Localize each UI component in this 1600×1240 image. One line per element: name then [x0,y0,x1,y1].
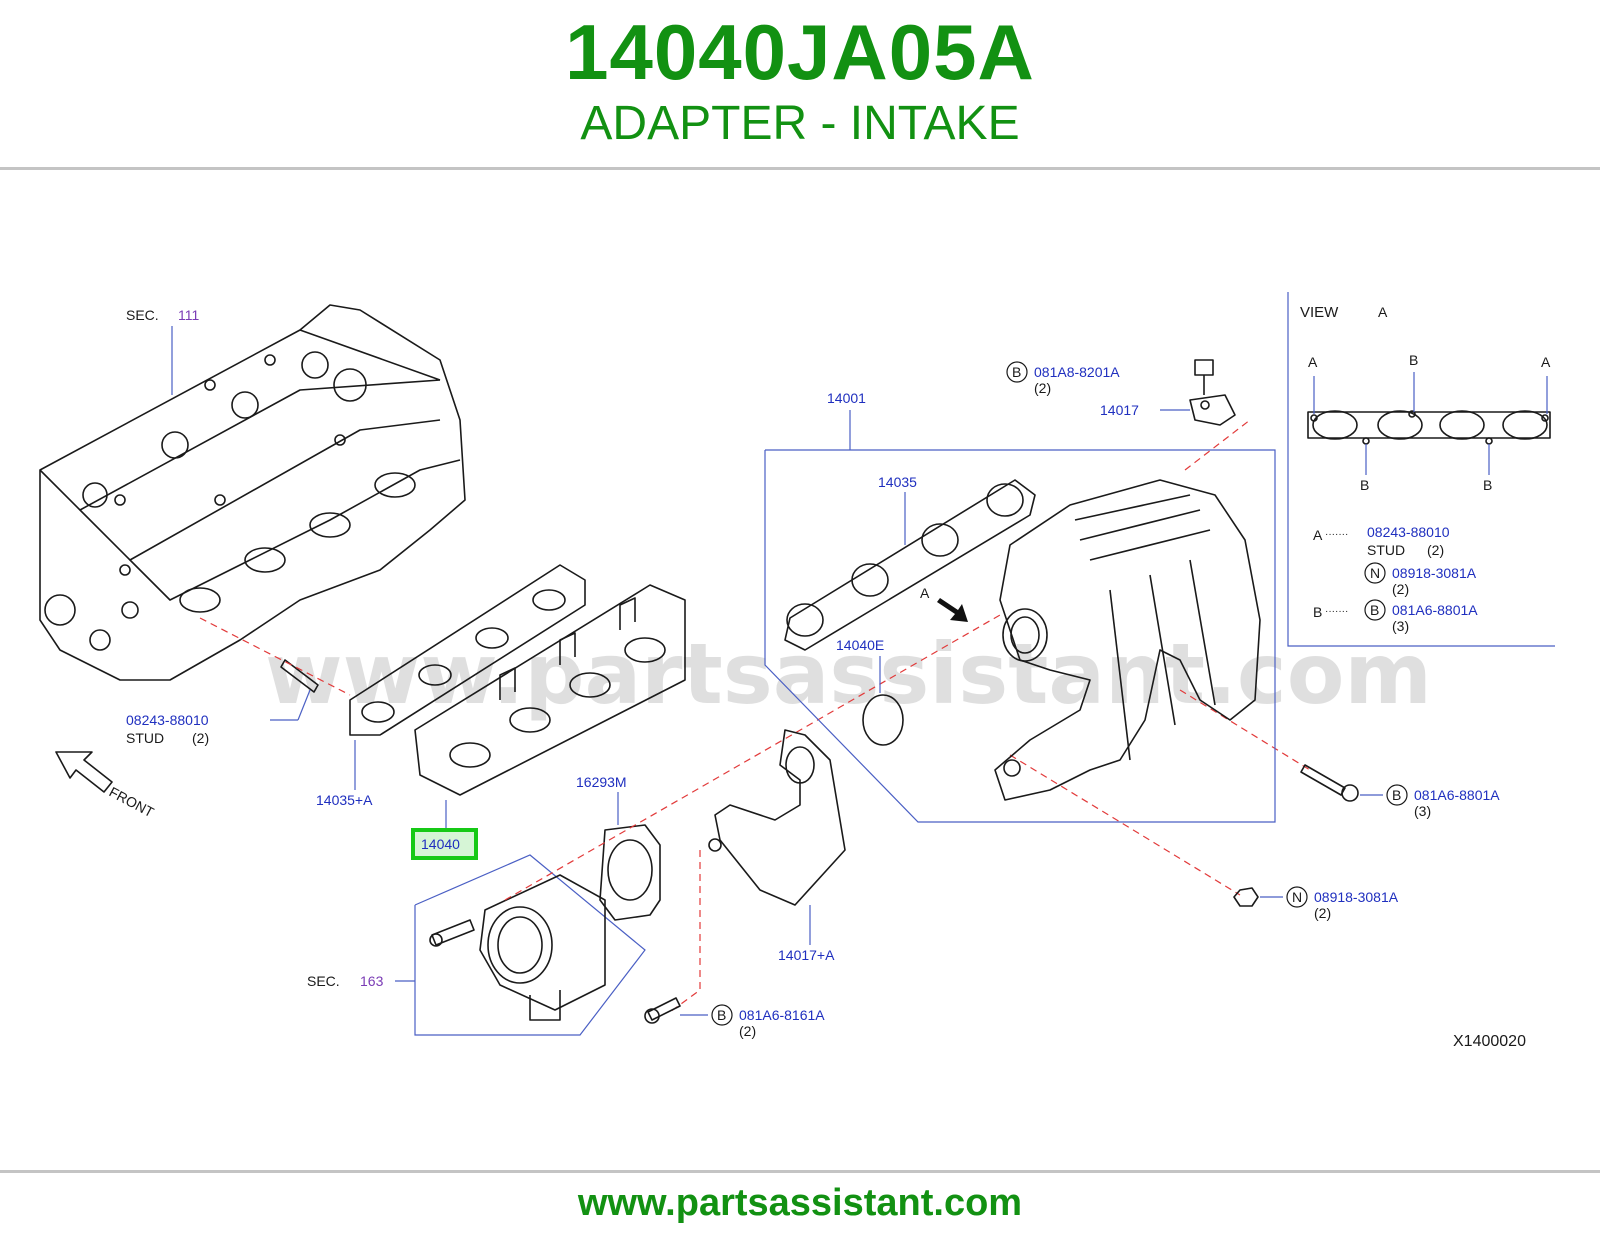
stud-description: STUD [126,730,164,746]
view-mark-b-right: B [1483,477,1492,493]
front-arrow-icon [55,751,113,793]
part-14035[interactable]: 14035 [878,474,917,490]
legend-n-quantity: (2) [1392,581,1409,597]
legend-n-part-number[interactable]: 08918-3081A [1392,565,1477,581]
legend-b-marker: B [1370,602,1379,618]
gasket-14035a-illustration [349,564,586,736]
gasket-14035-illustration [784,479,1036,651]
part-16293m[interactable]: 16293M [576,774,627,790]
bolt-8201a-quantity: (2) [1034,380,1051,396]
stud-part-number[interactable]: 08243-88010 [126,712,209,728]
bolt-8161a-part-number[interactable]: 081A6-8161A [739,1007,825,1023]
bolt-8161a-b-marker: B [717,1007,726,1023]
view-box-title: VIEW [1300,304,1339,321]
bolt-8801a-b-marker: B [1392,787,1401,803]
nut-3081a-quantity: (2) [1314,905,1331,921]
gasket-16293m-illustration [599,824,661,921]
nut-3081a-illustration [1233,887,1259,907]
view-mark-b-top: B [1409,352,1418,368]
highlighted-part-box [411,828,478,860]
cylinder-head-illustration [39,304,466,681]
legend-n-marker: N [1370,565,1380,581]
nut-3081a-n-marker: N [1292,889,1302,905]
bolt-8801a-illustration [1300,764,1359,802]
page-header: 14040JA05A ADAPTER - INTAKE [0,0,1600,168]
bolt-8801a-quantity: (3) [1414,803,1431,819]
legend-a-dots: ······· [1325,529,1348,540]
bolt-8201a-part-number[interactable]: 081A8-8201A [1034,364,1120,380]
legend-a-quantity: (2) [1427,542,1444,558]
view-mark-a-left: A [1308,354,1318,370]
legend-b-part-number[interactable]: 081A6-8801A [1392,602,1478,618]
part-14001[interactable]: 14001 [827,390,866,406]
part-14035a[interactable]: 14035+A [316,792,373,808]
part-14040e[interactable]: 14040E [836,637,884,653]
part-number-title: 14040JA05A [565,8,1035,96]
legend-a-key: A [1313,527,1323,543]
throttle-body-illustration [429,874,606,1021]
sec-111-prefix: SEC. [126,307,159,323]
view-mark-b-left: B [1360,477,1369,493]
bolt-8161a-illustration [644,997,681,1024]
bracket-14017a-illustration [708,729,846,906]
sec-163-prefix: SEC. [307,973,340,989]
part-14040-highlighted[interactable]: 14040 [421,836,460,852]
bracket-14017-illustration [1189,394,1236,426]
bolt-8161a-quantity: (2) [739,1023,756,1039]
front-label: FRONT [107,784,157,821]
sec-163-link[interactable]: 163 [360,973,384,989]
nut-3081a-part-number[interactable]: 08918-3081A [1314,889,1399,905]
legend-b-dots: ······· [1325,606,1348,617]
bolt-8201a-b-marker: B [1012,364,1021,380]
part-14017[interactable]: 14017 [1100,402,1139,418]
part-name-subtitle: ADAPTER - INTAKE [580,97,1020,150]
footer-divider [0,1170,1600,1173]
legend-b-key: B [1313,604,1322,620]
stud-illustration [280,659,319,693]
stud-quantity: (2) [192,730,209,746]
oring-14040e-illustration [862,694,904,746]
adapter-14040-illustration [414,584,686,796]
view-a-marker: A [920,585,930,601]
view-mark-a-right: A [1541,354,1551,370]
view-a-gasket-illustration [1307,410,1551,445]
view-box-title-letter: A [1378,304,1388,320]
footer-website-link[interactable]: www.partsassistant.com [577,1182,1023,1224]
intake-manifold-illustration [994,479,1261,801]
header-divider [0,167,1600,170]
legend-a-description: STUD [1367,542,1405,558]
part-14017a[interactable]: 14017+A [778,947,835,963]
watermark: www.partsassistant.com [265,625,1432,723]
bolt-8801a-part-number[interactable]: 081A6-8801A [1414,787,1500,803]
legend-a-part-number[interactable]: 08243-88010 [1367,524,1450,540]
view-direction-arrow-icon [937,598,968,622]
sec-111-link[interactable]: 111 [178,307,199,323]
illustration-code: X1400020 [1453,1033,1526,1050]
bolt-8201a-illustration [1194,359,1214,395]
legend-b-quantity: (3) [1392,618,1409,634]
